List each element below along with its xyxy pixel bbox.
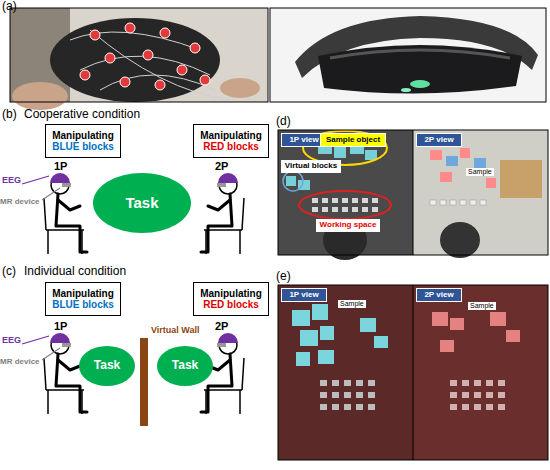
role-box: ManipulatingRED blocks [193,124,269,158]
grid-blocks [430,200,486,205]
ellipse-fill [93,173,191,233]
node-text: Sample object [326,136,380,145]
participant-figure [44,333,87,414]
object-tag: Sample [466,168,494,176]
object-tag: Sample [468,302,496,310]
sensor-bar [330,50,510,58]
box-text: BLUE blocks [52,141,114,152]
electrodes [80,23,210,90]
hand [220,78,260,98]
object-tag: Sample [338,300,366,308]
task-ellipse: Task [78,345,136,387]
participant-label: 1P [54,320,67,332]
role-box: ManipulatingBLUE blocks [45,124,121,158]
electrode-wires [70,30,230,100]
device-label: EEG [2,336,21,346]
box-text: BLUE blocks [52,299,114,310]
green-light [401,88,411,92]
eeg-cap-photo [10,8,268,110]
box-text: RED blocks [203,141,259,152]
task-ellipse: Task [156,345,214,387]
headset-visor [318,45,522,94]
grid-blocks [450,380,505,410]
photo-background [270,8,546,102]
photo-frame [278,285,548,460]
participant-figure [44,173,87,254]
box-heading: Manipulating [52,130,114,141]
individual-view-photo [278,285,548,460]
callout-tag: Working space [316,219,380,232]
task-ellipse: Task [92,172,192,234]
ellipse-fill [79,346,135,386]
photo-background [278,285,413,460]
node-text: Virtual blocks [285,162,337,171]
participant-label: 2P [215,160,228,172]
mr-device-pointer [42,348,60,360]
face [12,82,68,110]
box-heading: Manipulating [200,288,262,299]
view-tag: 2P view [416,133,462,147]
grid-blocks [312,198,378,212]
highlight-circle [283,171,303,191]
wall-label: Virtual Wall [151,326,200,336]
node-text: 2P view [424,291,453,300]
photo-background [413,285,548,460]
node-text: Task [125,195,158,212]
box-heading: Manipulating [200,130,262,141]
callout-tag: Virtual blocks [281,160,341,173]
hololens-photo [270,8,546,102]
photo-divider [413,130,414,255]
panel-label: (d) [276,115,291,128]
device-label: MR device [0,358,40,367]
panel-label: (c) [2,265,16,278]
cooperative-view-photo [278,130,548,260]
virtual-wall [140,338,148,426]
person-silhouette [440,222,480,258]
view-tag: 2P view [416,288,462,302]
node-text: Task [94,359,120,372]
ellipse-fill [157,346,213,386]
panel-label: (e) [276,270,291,283]
eeg-cap [50,18,220,102]
participant-figure [201,173,244,254]
device-label: MR device [0,198,40,207]
participant-label: 2P [215,320,228,332]
green-light [410,80,430,88]
role-box: ManipulatingRED blocks [193,282,269,316]
view-tag: 1P view [281,288,327,302]
photo-frame [270,8,546,102]
box-heading: Manipulating [52,288,114,299]
grid-blocks [320,380,375,410]
node-text: Working space [320,221,377,230]
device-label: EEG [2,176,21,186]
mr-device-pointer [42,188,60,200]
photo-background [413,130,548,255]
node-text: 1P view [289,136,318,145]
participant-label: 1P [54,160,67,172]
eeg-pointer [22,176,49,184]
virtual-blocks [432,312,520,352]
virtual-blocks [430,148,496,188]
node-text: Task [172,359,198,372]
panel-title: Cooperative condition [24,108,140,121]
photo-divider [413,285,414,460]
panel-label: (a) [2,0,17,13]
box-text: RED blocks [203,299,259,310]
node-text: 2P view [424,136,453,145]
panel-label: (b) [2,108,17,121]
virtual-blocks [292,304,388,366]
callout-tag: Sample object [320,133,386,147]
highlight-ellipse [299,191,391,219]
cardboard-box [500,160,542,198]
photo-frame [278,130,548,255]
eeg-pointer [22,336,49,344]
photo-frame [10,8,268,102]
role-box: ManipulatingBLUE blocks [45,282,121,316]
node-text: 1P view [289,291,318,300]
panel-title: Individual condition [24,265,126,278]
